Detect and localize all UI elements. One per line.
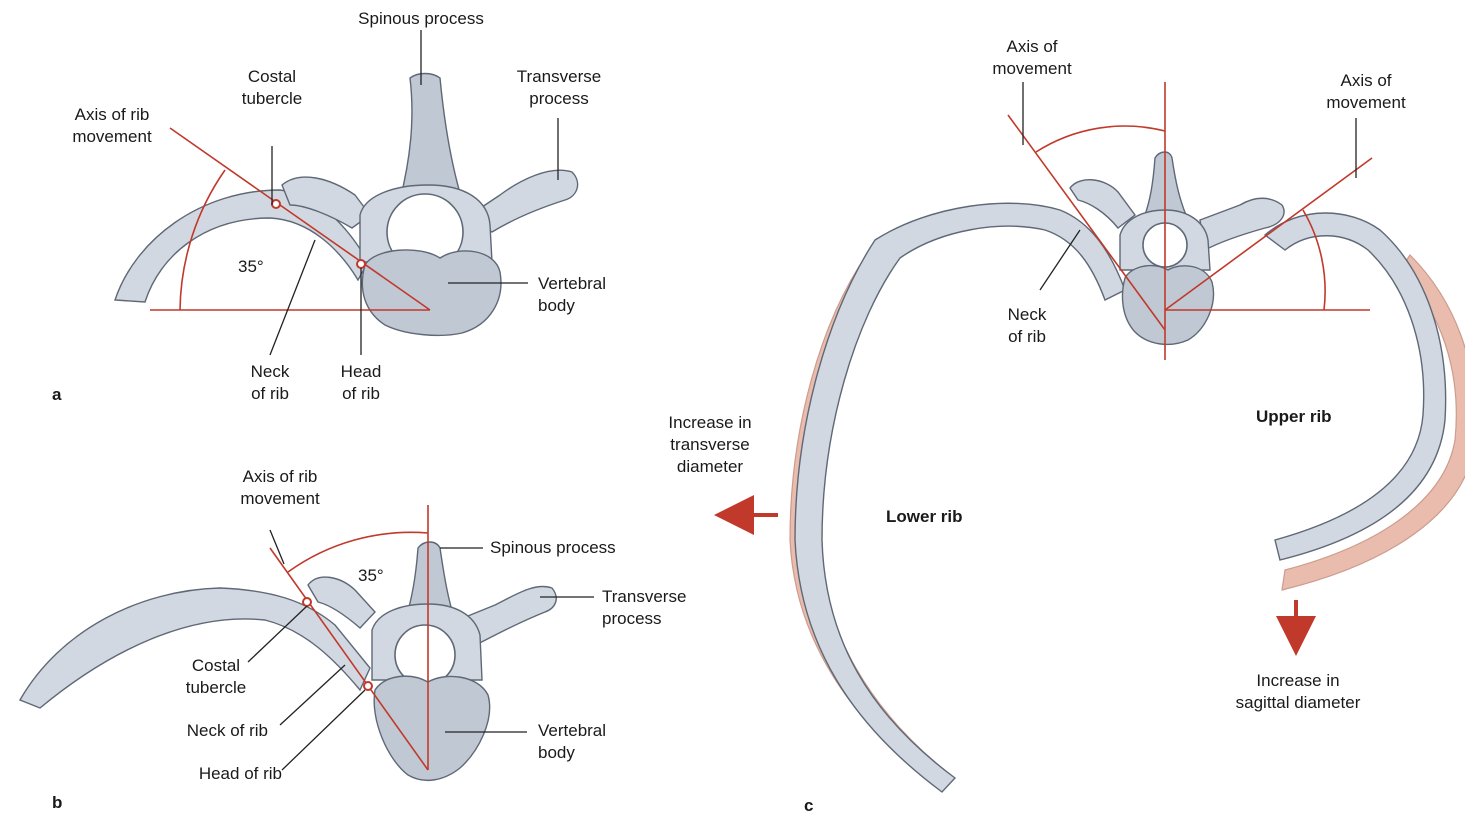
leader-neck-a — [270, 240, 315, 355]
spinous-process-label-a: Spinous process — [358, 8, 484, 30]
head-label-a: Head of rib — [341, 361, 382, 405]
transverse-process-right-c — [1200, 198, 1284, 250]
head-marker-b — [364, 682, 372, 690]
panel-letter-b: b — [52, 793, 62, 813]
angle-arc-left-c — [1036, 126, 1165, 152]
leader-neck-c — [1040, 230, 1080, 290]
neck-label-a: Neck of rib — [251, 361, 290, 405]
tubercle-marker-a — [272, 200, 280, 208]
spinous-process-label-b: Spinous process — [490, 537, 616, 559]
angle-label-a: 35° — [238, 256, 264, 278]
transverse-increase-label: Increase in transverse diameter — [668, 412, 751, 478]
vertebral-body-label-a: Vertebral body — [538, 273, 606, 317]
tubercle-marker-b — [303, 598, 311, 606]
lower-rib-label: Lower rib — [886, 506, 963, 528]
panel-a-drawing — [115, 74, 578, 336]
panel-b-drawing — [20, 542, 556, 780]
upper-rib-label: Upper rib — [1256, 406, 1332, 428]
panel-letter-a: a — [52, 385, 61, 405]
vertebral-body-c — [1122, 266, 1213, 345]
angle-label-b: 35° — [358, 565, 384, 587]
leader-neck-b — [280, 665, 345, 725]
vertebral-body-b — [374, 676, 489, 780]
neck-label-b: Neck of rib — [187, 720, 268, 742]
costal-tubercle-label-b: Costal tubercle — [186, 655, 246, 699]
transverse-process-label-a: Transverse process — [517, 66, 601, 110]
spinous-process-a — [400, 74, 462, 201]
head-label-b: Head of rib — [199, 763, 282, 785]
vertebral-body-a — [362, 250, 501, 335]
axis-label-a: Axis of rib movement — [72, 104, 151, 148]
axis-label-b: Axis of rib movement — [240, 466, 319, 510]
axis-label-left-c: Axis of movement — [992, 36, 1071, 80]
axis-label-right-c: Axis of movement — [1326, 70, 1405, 114]
vertebral-body-label-b: Vertebral body — [538, 720, 606, 764]
leader-head-b — [282, 690, 365, 770]
head-marker-a — [357, 260, 365, 268]
costal-tubercle-label-a: Costal tubercle — [242, 66, 302, 110]
panel-c-drawing — [790, 152, 1465, 792]
neck-label-c: Neck of rib — [1008, 304, 1047, 348]
panel-letter-c: c — [804, 796, 813, 816]
transverse-process-label-b: Transverse process — [602, 586, 686, 630]
sagittal-increase-label: Increase in sagittal diameter — [1236, 670, 1361, 714]
